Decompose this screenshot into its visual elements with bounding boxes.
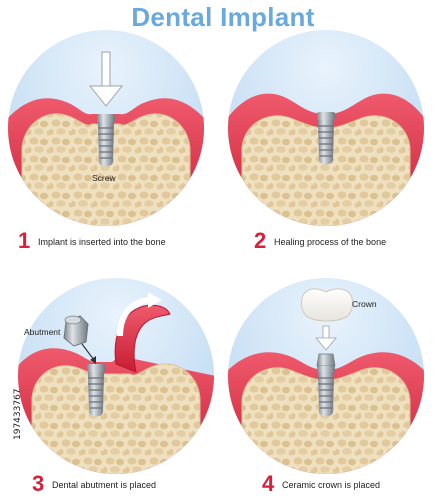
step-4-illustration: Crown xyxy=(226,276,426,476)
implant-screw xyxy=(87,364,105,417)
step-1-illustration: Screw xyxy=(6,28,206,228)
ceramic-crown xyxy=(301,288,353,322)
implant-screw xyxy=(317,112,335,165)
crown-label: Crown xyxy=(352,299,377,309)
step-3-number: 3 xyxy=(32,471,45,496)
step-2-illustration xyxy=(226,28,426,228)
curved-arrow-icon xyxy=(117,297,153,337)
step-4-caption: Ceramic crown is placed xyxy=(282,480,381,490)
implant-screw xyxy=(97,114,115,167)
step-1-caption: Implant is inserted into the bone xyxy=(38,237,166,247)
screw-label: Screw xyxy=(92,173,116,183)
implant-screw xyxy=(316,353,336,417)
step-3-illustration: Abutment xyxy=(16,276,216,476)
step-1-number: 1 xyxy=(18,228,31,253)
step-4-number: 4 xyxy=(262,471,275,496)
down-arrow-icon xyxy=(81,343,96,364)
abutment-label: Abutment xyxy=(24,327,61,337)
down-arrow-icon xyxy=(315,325,337,351)
down-arrow-icon xyxy=(88,51,124,107)
stock-id-text: 197433767 xyxy=(13,388,23,440)
step-2-number: 2 xyxy=(254,228,267,253)
stock-id-watermark: 197433767 xyxy=(2,290,23,440)
abutment-piece xyxy=(63,315,89,347)
step-3-caption: Dental abutment is placed xyxy=(52,480,157,490)
diagram-title: Dental Implant xyxy=(131,2,315,32)
step-2-caption: Healing process of the bone xyxy=(274,237,387,247)
